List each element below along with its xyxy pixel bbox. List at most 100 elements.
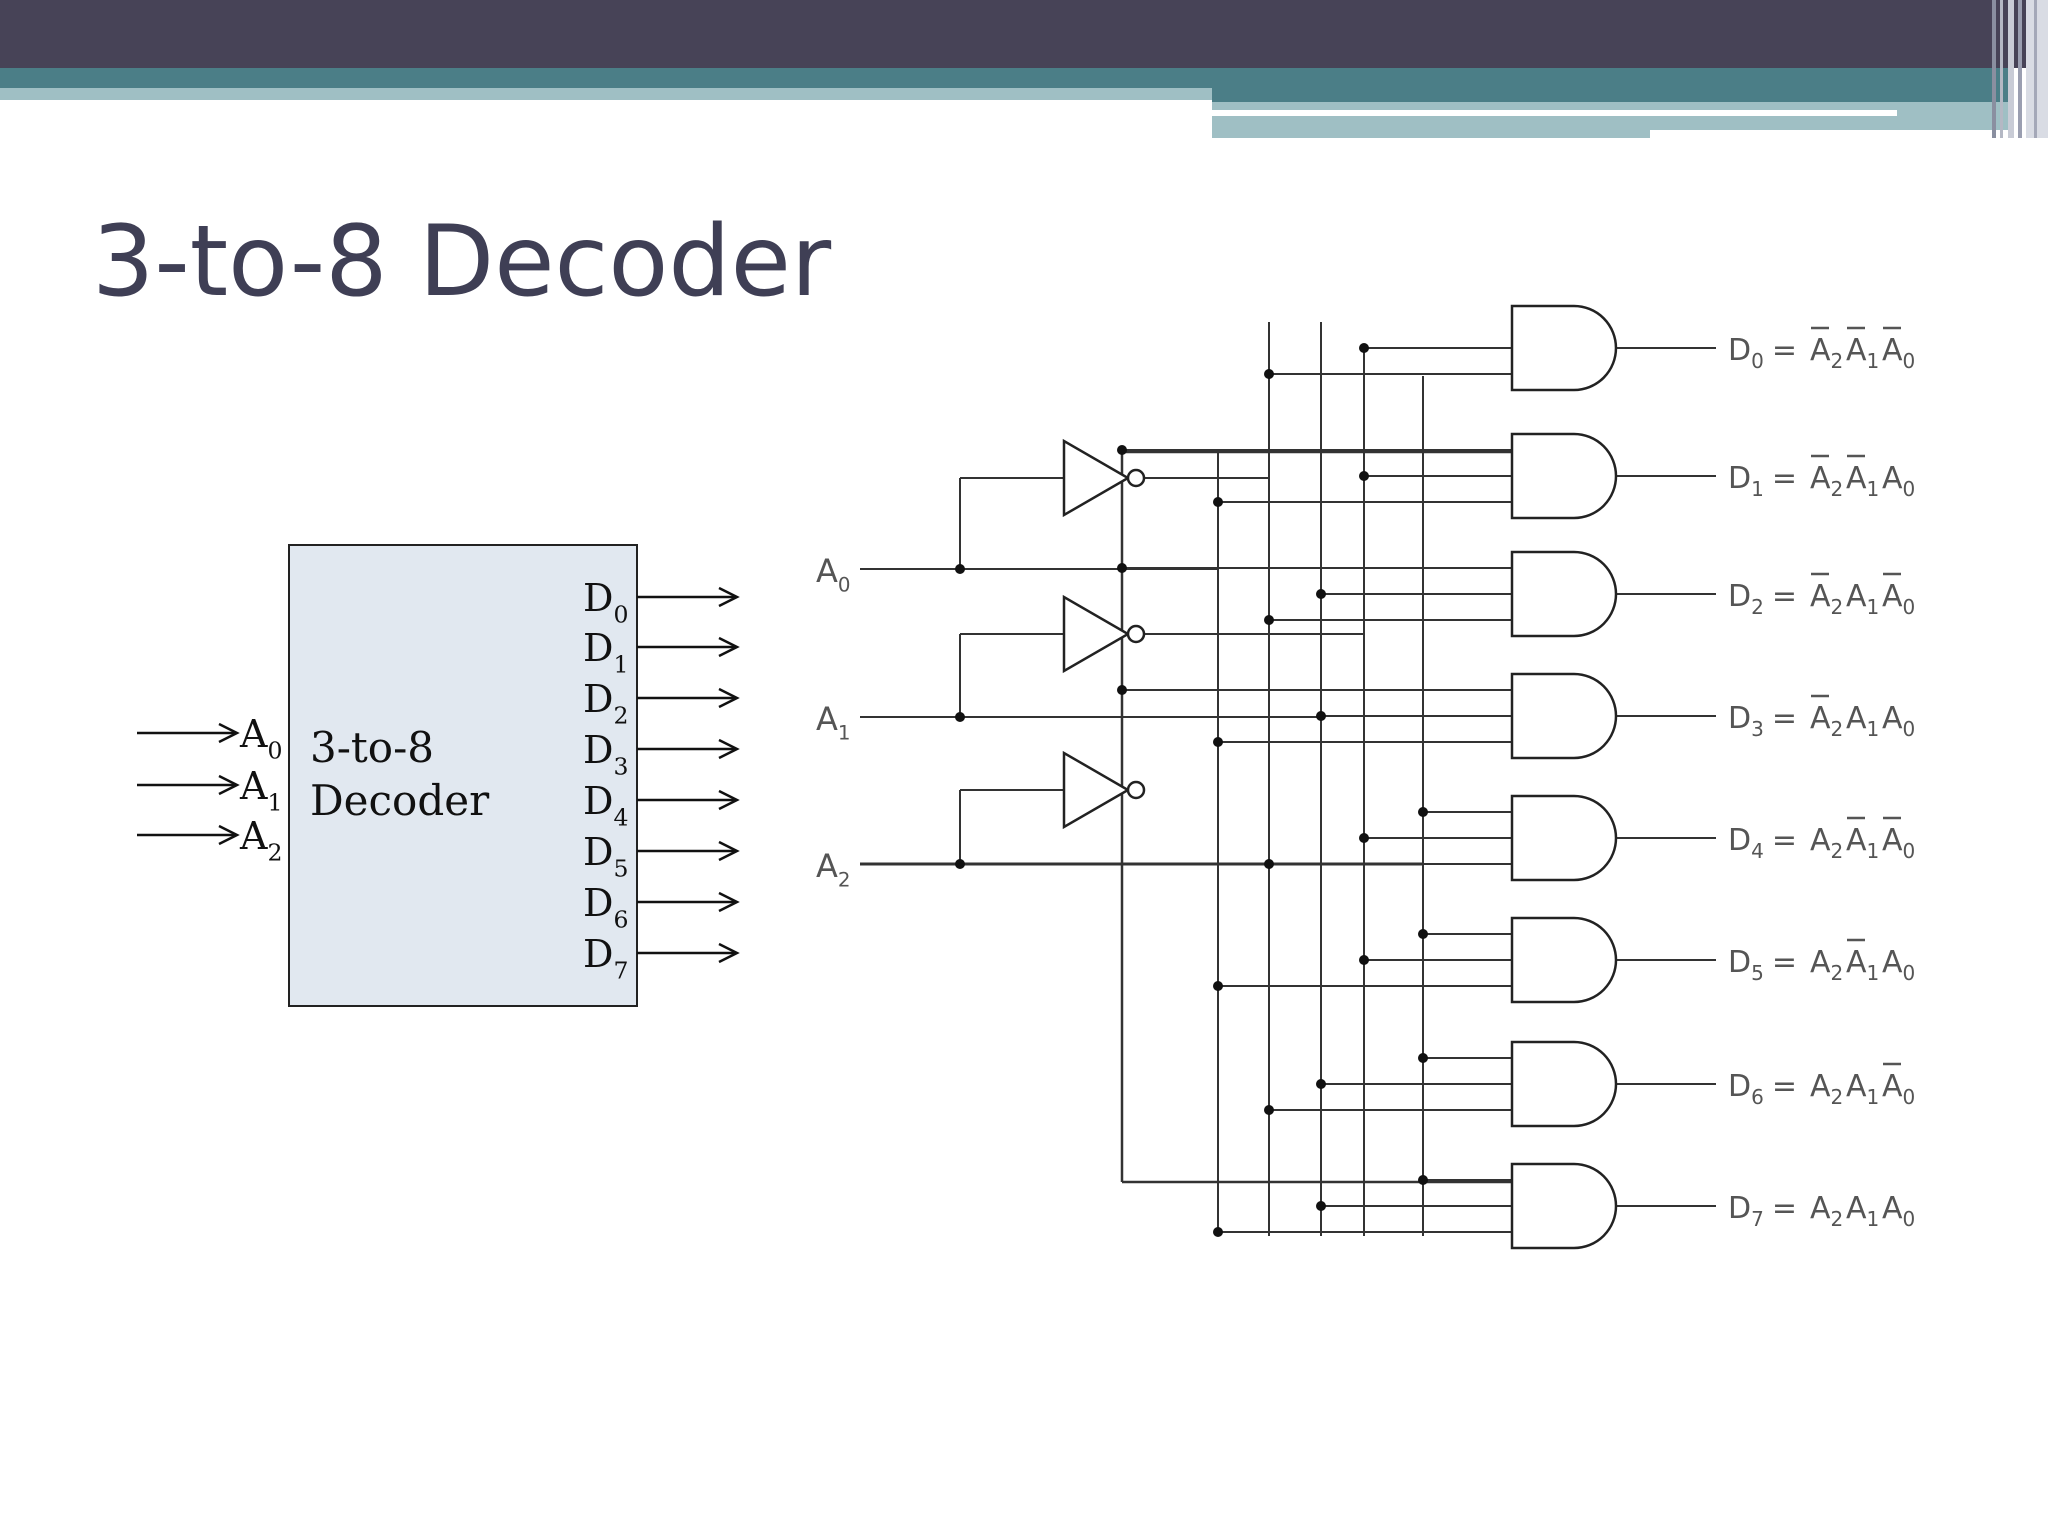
output-term-3-0: A2 xyxy=(1810,701,1843,741)
block-output-label-3: D3 xyxy=(583,728,628,780)
inverter-bubble-1 xyxy=(1126,624,1146,644)
output-term-6-1: A1 xyxy=(1846,1069,1879,1109)
gate-1-tap-0 xyxy=(1117,445,1127,455)
and-gate-0 xyxy=(1510,304,1618,392)
gate-2-tap-2 xyxy=(1264,615,1274,625)
output-term-7-1: A1 xyxy=(1846,1191,1879,1231)
output-equation-7: D7= xyxy=(1728,1191,1797,1231)
block-input-label-0: A0 xyxy=(239,712,282,764)
block-output-label-2: D2 xyxy=(583,677,628,729)
gate-7-tap-2 xyxy=(1213,1227,1223,1237)
block-input-arrow-2 xyxy=(137,824,240,846)
output-term-6-0: A2 xyxy=(1810,1069,1843,1109)
circuit-input-label-2: A2 xyxy=(816,847,851,892)
gate-4-tap-1 xyxy=(1359,833,1369,843)
block-output-label-5: D5 xyxy=(583,830,628,882)
gate-5-tap-0 xyxy=(1418,929,1428,939)
accent-bar-left xyxy=(0,68,1212,88)
corner-stripe-4 xyxy=(2018,0,2022,138)
gate-3-tap-1 xyxy=(1316,711,1326,721)
block-output-arrow-3 xyxy=(637,738,740,760)
gate-6-tap-2 xyxy=(1264,1105,1274,1115)
output-term-0-0: A2 xyxy=(1810,333,1843,373)
top-dark-bar xyxy=(0,0,2048,68)
gate-3-tap-0 xyxy=(1117,685,1127,695)
inverter-bubble-0 xyxy=(1126,468,1146,488)
circuit-gates xyxy=(1062,304,1618,1250)
gate-4-tap-0 xyxy=(1418,807,1428,817)
corner-stripe-1 xyxy=(1992,0,1996,138)
output-term-5-0: A2 xyxy=(1810,945,1843,985)
gate-6-tap-0 xyxy=(1418,1053,1428,1063)
gate-4-tap-2 xyxy=(1264,859,1274,869)
output-equation-4: D4= xyxy=(1728,823,1797,863)
block-output-arrow-7 xyxy=(637,942,740,964)
output-equation-6: D6= xyxy=(1728,1069,1797,1109)
block-output-arrow-5 xyxy=(637,840,740,862)
output-term-3-2: A0 xyxy=(1882,701,1915,741)
block-output-label-1: D1 xyxy=(583,626,628,678)
output-term-4-1: A1 xyxy=(1846,823,1879,863)
inverter-1 xyxy=(1062,594,1131,674)
gate-3-tap-2 xyxy=(1213,737,1223,747)
gate-5-tap-1 xyxy=(1359,955,1369,965)
output-term-1-2: A0 xyxy=(1882,461,1915,501)
gate-6-tap-1 xyxy=(1316,1079,1326,1089)
and-gate-6 xyxy=(1510,1040,1618,1128)
gate-5-tap-2 xyxy=(1213,981,1223,991)
circuit-input-label-0: A0 xyxy=(816,552,851,597)
and-gate-3 xyxy=(1510,672,1618,760)
block-output-label-7: D7 xyxy=(583,932,628,984)
output-equation-5: D5= xyxy=(1728,945,1797,985)
and-gate-4 xyxy=(1510,794,1618,882)
block-output-arrow-4 xyxy=(637,789,740,811)
gate-1-tap-1 xyxy=(1359,471,1369,481)
decoder-block-label-line2: Decoder xyxy=(310,776,490,825)
decoder-block-label-line1: 3-to-8 xyxy=(310,723,434,772)
output-term-0-2: A0 xyxy=(1882,333,1915,373)
block-output-label-4: D4 xyxy=(583,779,628,831)
gate-2-tap-0 xyxy=(1117,563,1127,573)
and-gate-1 xyxy=(1510,432,1618,520)
slide-header-bars xyxy=(0,0,2048,140)
input-branch-dot-2 xyxy=(955,859,965,869)
block-output-label-0: D0 xyxy=(583,576,628,628)
gate-2-tap-1 xyxy=(1316,589,1326,599)
output-term-0-1: A1 xyxy=(1846,333,1879,373)
output-term-7-2: A0 xyxy=(1882,1191,1915,1231)
block-output-arrow-1 xyxy=(637,636,740,658)
block-output-arrow-0 xyxy=(637,586,740,608)
and-gate-2 xyxy=(1510,550,1618,638)
block-output-arrow-2 xyxy=(637,687,740,709)
output-term-6-2: A0 xyxy=(1882,1069,1915,1109)
circuit-junctions xyxy=(955,343,1428,1237)
gate-0-tap-1 xyxy=(1359,343,1369,353)
output-equation-1: D1= xyxy=(1728,461,1797,501)
output-term-3-1: A1 xyxy=(1846,701,1879,741)
accent-stripe-gap xyxy=(1650,130,2010,140)
circuit-wires xyxy=(860,322,1716,1236)
inverter-bubble-2 xyxy=(1126,780,1146,800)
output-equation-3: D3= xyxy=(1728,701,1797,741)
gate-7-tap-1 xyxy=(1316,1201,1326,1211)
circuit-input-label-1: A1 xyxy=(816,700,851,745)
slide-title: 3-to-8 Decoder xyxy=(92,205,832,319)
output-term-2-1: A1 xyxy=(1846,579,1879,619)
output-term-2-2: A0 xyxy=(1882,579,1915,619)
input-branch-dot-0 xyxy=(955,564,965,574)
inverter-2 xyxy=(1062,750,1131,830)
and-gate-5 xyxy=(1510,916,1618,1004)
block-input-arrow-0 xyxy=(137,722,240,744)
corner-stripe-3 xyxy=(2008,0,2014,138)
gate-7-tap-0 xyxy=(1418,1175,1428,1185)
output-term-7-0: A2 xyxy=(1810,1191,1843,1231)
and-gate-7 xyxy=(1510,1162,1618,1250)
block-output-label-6: D6 xyxy=(583,881,628,933)
corner-stripe-6 xyxy=(2034,0,2037,138)
